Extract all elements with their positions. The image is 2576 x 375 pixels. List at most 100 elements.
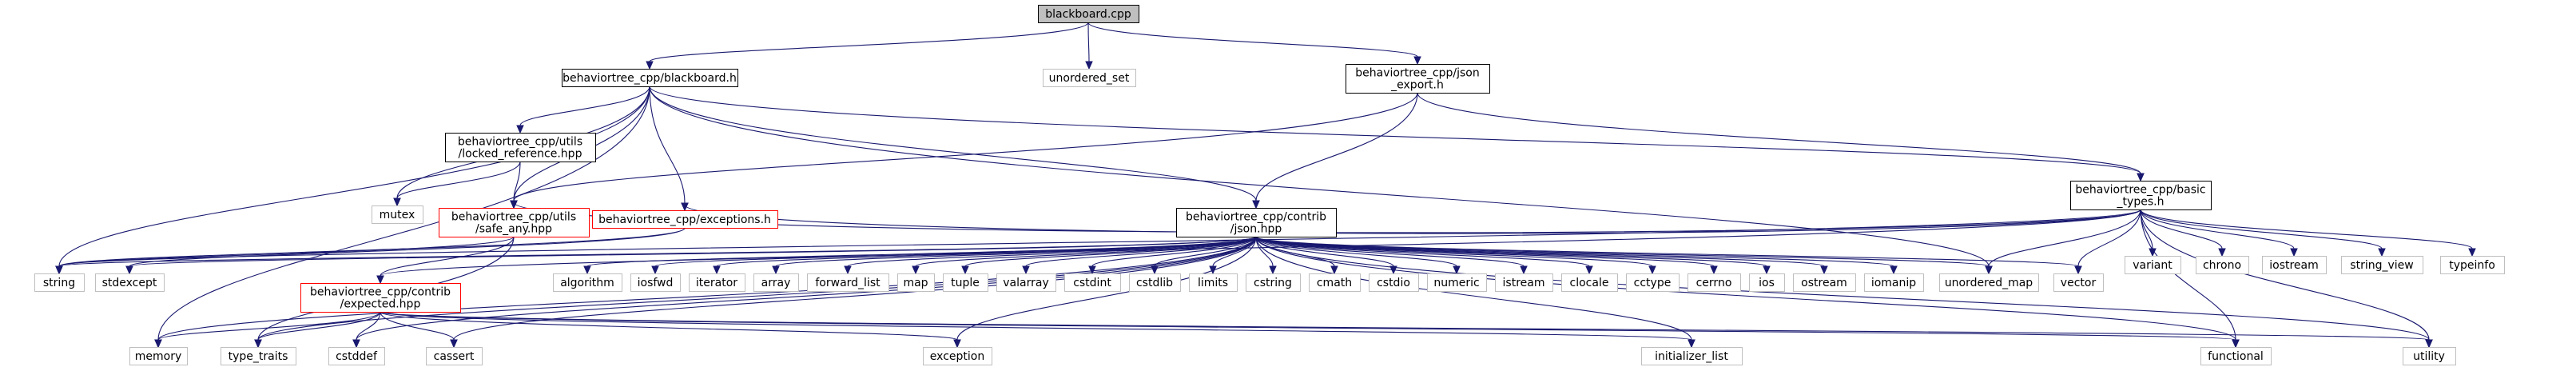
edge-bt-json-hpp-to-istream	[1255, 236, 1528, 275]
node-label: variant	[2133, 259, 2173, 272]
node-behaviortree-cpp-exceptions-h[interactable]: behaviortree_cpp/exceptions.h	[592, 210, 778, 229]
node-label: behaviortree_cpp/contrib	[1186, 211, 1326, 224]
node-utility: utility	[2403, 347, 2456, 365]
node-label: behaviortree_cpp/utils	[451, 211, 576, 224]
edge-bt-blackboard-h-to-bt-json-hpp	[649, 86, 1260, 209]
node-algorithm: algorithm	[553, 273, 622, 292]
node-label: cerrno	[1696, 277, 1732, 289]
node-behaviortree-cpp-contrib-json-hpp[interactable]: behaviortree_cpp/contrib/json.hpp	[1176, 208, 1337, 237]
node-box	[1309, 273, 1361, 292]
node-label: _types.h	[2117, 196, 2165, 209]
node-behaviortree-cpp-utils-safe-any-hpp[interactable]: behaviortree_cpp/utils/safe_any.hpp	[439, 208, 590, 237]
node-blackboard-cpp[interactable]: blackboard.cpp	[1038, 5, 1139, 23]
node-label: iomanip	[1871, 277, 1916, 289]
node-label: behaviortree_cpp/utils	[458, 136, 582, 149]
node-label: /safe_any.hpp	[475, 223, 552, 236]
node-box	[1176, 208, 1337, 237]
edge-bt-expected-to-functional	[380, 311, 2240, 349]
node-box	[2125, 256, 2181, 274]
node-box	[2440, 256, 2505, 274]
node-box	[592, 210, 778, 229]
edge-bt-json-hpp-to-valarray	[1022, 236, 1257, 275]
node-exception: exception	[923, 347, 992, 365]
edge-bt-json-export-h-to-bt-basic-types-h	[1417, 92, 2145, 182]
edge-bt-json-hpp-to-forward-list	[844, 236, 1257, 275]
node-map: map	[897, 273, 935, 292]
node-cstdint: cstdint	[1064, 273, 1121, 292]
node-box	[426, 347, 483, 365]
edge-bt-expected-to-exception	[380, 311, 961, 349]
node-label: ostream	[1801, 277, 1847, 289]
node-label: blackboard.cpp	[1045, 8, 1131, 21]
node-behaviortree-cpp-utils-locked-reference-hpp[interactable]: behaviortree_cpp/utils/locked_reference.…	[445, 133, 596, 162]
node-box	[897, 273, 935, 292]
node-box	[2403, 347, 2456, 365]
edge-bt-expected-to-cassert	[380, 311, 458, 349]
edge-bt-safe-any-to-bt-expected	[376, 236, 515, 285]
node-label: behaviortree_cpp/basic	[2075, 184, 2205, 197]
node-box	[34, 273, 85, 292]
header-nodes: blackboard.cpp behaviortree_cpp/blackboar…	[34, 5, 2505, 365]
edge-bt-expected-to-memory	[154, 311, 381, 349]
node-type-traits: type_traits	[221, 347, 296, 365]
node-label: valarray	[1003, 277, 1048, 289]
node-label: cassert	[434, 350, 475, 363]
node-behaviortree-cpp-blackboard-h[interactable]: behaviortree_cpp/blackboard.h	[562, 69, 738, 87]
dependency-edges	[55, 22, 2476, 349]
node-box	[1043, 69, 1136, 87]
node-box	[300, 283, 461, 313]
node-chrono: chrono	[2196, 256, 2249, 274]
node-label: /expected.hpp	[340, 298, 421, 311]
edge-bt-basic-types-h-to-typeinfo	[2140, 209, 2476, 257]
edge-blackboard-cpp-to-bt-blackboard-h	[646, 22, 1089, 70]
node-clocale: clocale	[1561, 273, 1618, 292]
node-label: numeric	[1433, 277, 1479, 289]
node-box	[95, 273, 165, 292]
edge-bt-json-hpp-to-numeric	[1255, 236, 1461, 275]
node-label: /json.hpp	[1230, 223, 1282, 236]
node-label: cstring	[1254, 277, 1292, 289]
node-cstddef: cstddef	[328, 347, 385, 365]
node-cstdlib: cstdlib	[1129, 273, 1181, 292]
node-behaviortree-cpp-basic-types-h[interactable]: behaviortree_cpp/basic_types.h	[2070, 181, 2212, 210]
node-label: stdexcept	[102, 277, 157, 289]
node-label: _export.h	[1390, 79, 1444, 92]
node-box	[1688, 273, 1741, 292]
edge-blackboard-cpp-to-bt-json-export-h	[1087, 22, 1421, 66]
node-box	[807, 273, 889, 292]
node-box	[689, 273, 745, 292]
node-forward-list: forward_list	[807, 273, 889, 292]
edge-bt-json-hpp-to-clocale	[1255, 236, 1593, 275]
node-label: utility	[2413, 350, 2445, 363]
node-box	[1129, 273, 1181, 292]
node-box	[1793, 273, 1856, 292]
node-box	[2262, 256, 2327, 274]
node-behaviortree-cpp-contrib-expected-hpp[interactable]: behaviortree_cpp/contrib/expected.hpp	[300, 283, 461, 313]
node-label: string_view	[2350, 259, 2413, 272]
node-label: vector	[2061, 277, 2097, 289]
edge-bt-json-hpp-to-cctype	[1255, 236, 1656, 275]
node-label: cmath	[1317, 277, 1352, 289]
node-iostream: iostream	[2262, 256, 2327, 274]
node-box	[1495, 273, 1553, 292]
node-label: cstdint	[1073, 277, 1111, 289]
node-unordered-map: unordered_map	[1939, 273, 2039, 292]
node-tuple: tuple	[943, 273, 988, 292]
node-cerrno: cerrno	[1688, 273, 1741, 292]
node-label: unordered_set	[1049, 72, 1130, 85]
node-label: mutex	[380, 209, 415, 221]
node-label: typeinfo	[2449, 259, 2495, 272]
node-label: behaviortree_cpp/contrib	[310, 286, 451, 299]
edge-bt-blackboard-h-to-string	[55, 86, 650, 275]
node-label: unordered_map	[1945, 277, 2033, 289]
node-label: type_traits	[229, 350, 288, 363]
node-label: functional	[2208, 350, 2264, 363]
node-behaviortree-cpp-json-export-h[interactable]: behaviortree_cpp/json_export.h	[1346, 64, 1490, 94]
node-label: cstddef	[336, 350, 378, 363]
edge-bt-json-hpp-to-tuple	[961, 236, 1257, 275]
node-box	[2196, 256, 2249, 274]
node-box	[1369, 273, 1419, 292]
node-label: string	[43, 277, 75, 289]
edge-bt-basic-types-h-to-chrono	[2140, 209, 2226, 257]
node-box	[129, 347, 188, 365]
